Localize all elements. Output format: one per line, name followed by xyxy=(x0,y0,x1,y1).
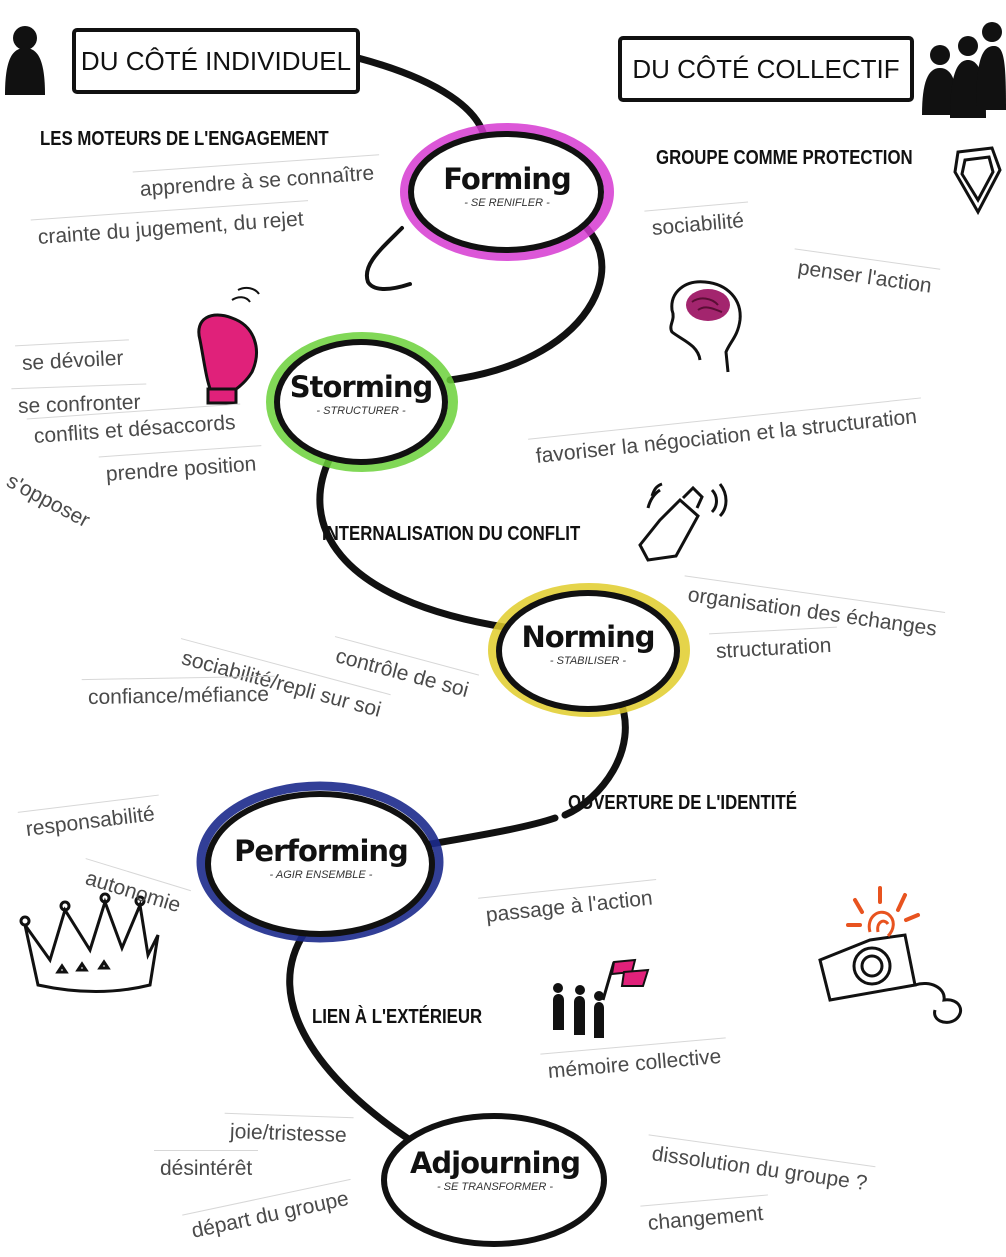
shield-icon xyxy=(953,146,1002,216)
header-individual-text: DU CÔTÉ INDIVIDUEL xyxy=(80,45,352,76)
camera-icon xyxy=(818,886,963,1024)
performing-ring-glow xyxy=(196,781,444,943)
header-individual: DU CÔTÉ INDIVIDUEL xyxy=(72,28,360,94)
person-icon xyxy=(5,26,45,95)
norming-ring-glow xyxy=(488,583,690,717)
stage-storming-subtitle: - STRUCTURER - xyxy=(316,405,406,417)
label-confiance-text: confiance/méfiance xyxy=(87,682,270,709)
heading-ouverture: OUVERTURE DE L'IDENTITÉ xyxy=(568,792,797,814)
heading-lien: LIEN À L'EXTÉRIEUR xyxy=(312,1006,483,1028)
performing-ring xyxy=(205,791,435,937)
spray-can-icon xyxy=(638,482,728,562)
nose-icon xyxy=(364,226,412,291)
people-flag-icon xyxy=(553,958,650,1038)
stage-norming-name: Norming xyxy=(521,620,655,654)
group-icon xyxy=(922,22,1006,118)
stage-performing-subtitle: - AGIR ENSEMBLE - xyxy=(269,869,373,881)
crown-icon xyxy=(19,892,160,993)
stage-storming-name: Storming xyxy=(289,370,434,404)
stage-forming-subtitle: - SE RENIFLER - xyxy=(464,197,550,209)
stage-performing: Performing - AGIR ENSEMBLE - xyxy=(226,834,416,881)
heading-protection: GROUPE COMME PROTECTION xyxy=(656,147,913,169)
heading-internalisation: INTERNALISATION DU CONFLIT xyxy=(322,523,581,545)
label-desinteret-text: désintérêt xyxy=(160,1157,253,1180)
heading-moteurs: LES MOTEURS DE L'ENGAGEMENT xyxy=(40,128,329,150)
stage-forming-name: Forming xyxy=(443,162,571,196)
label-confiance: confiance/méfiance xyxy=(81,675,275,710)
label-joie-text: joie/tristesse xyxy=(229,1120,348,1148)
norming-ring xyxy=(496,590,680,712)
header-collective-text: DU CÔTÉ COLLECTIF xyxy=(632,53,900,84)
storming-ring xyxy=(274,339,448,465)
stage-storming: Storming - STRUCTURER - xyxy=(286,370,436,417)
stage-adjourning-subtitle: - SE TRANSFORMER - xyxy=(436,1181,554,1193)
label-devoiler-text: se dévoiler xyxy=(21,346,124,375)
storming-ring-glow xyxy=(266,332,458,472)
boxing-glove-icon xyxy=(197,286,260,405)
stage-adjourning-name: Adjourning xyxy=(409,1146,581,1180)
header-collective: DU CÔTÉ COLLECTIF xyxy=(618,36,914,102)
stage-norming-subtitle: - STABILISER - xyxy=(549,655,627,667)
forming-ring-glow xyxy=(400,123,614,261)
label-desinteret: désintérêt xyxy=(154,1150,259,1181)
stage-norming: Norming - STABILISER - xyxy=(515,620,661,667)
connector-path xyxy=(286,54,629,1144)
forming-ring xyxy=(408,131,604,253)
stage-forming: Forming - SE RENIFLER - xyxy=(440,162,574,209)
head-brain-icon xyxy=(669,280,742,373)
label-structuration-text: structuration xyxy=(715,633,832,663)
stage-adjourning: Adjourning - SE TRANSFORMER - xyxy=(400,1146,590,1193)
adjourning-ring xyxy=(381,1113,607,1247)
label-joie: joie/tristesse xyxy=(224,1112,354,1148)
stage-performing-name: Performing xyxy=(234,834,409,868)
